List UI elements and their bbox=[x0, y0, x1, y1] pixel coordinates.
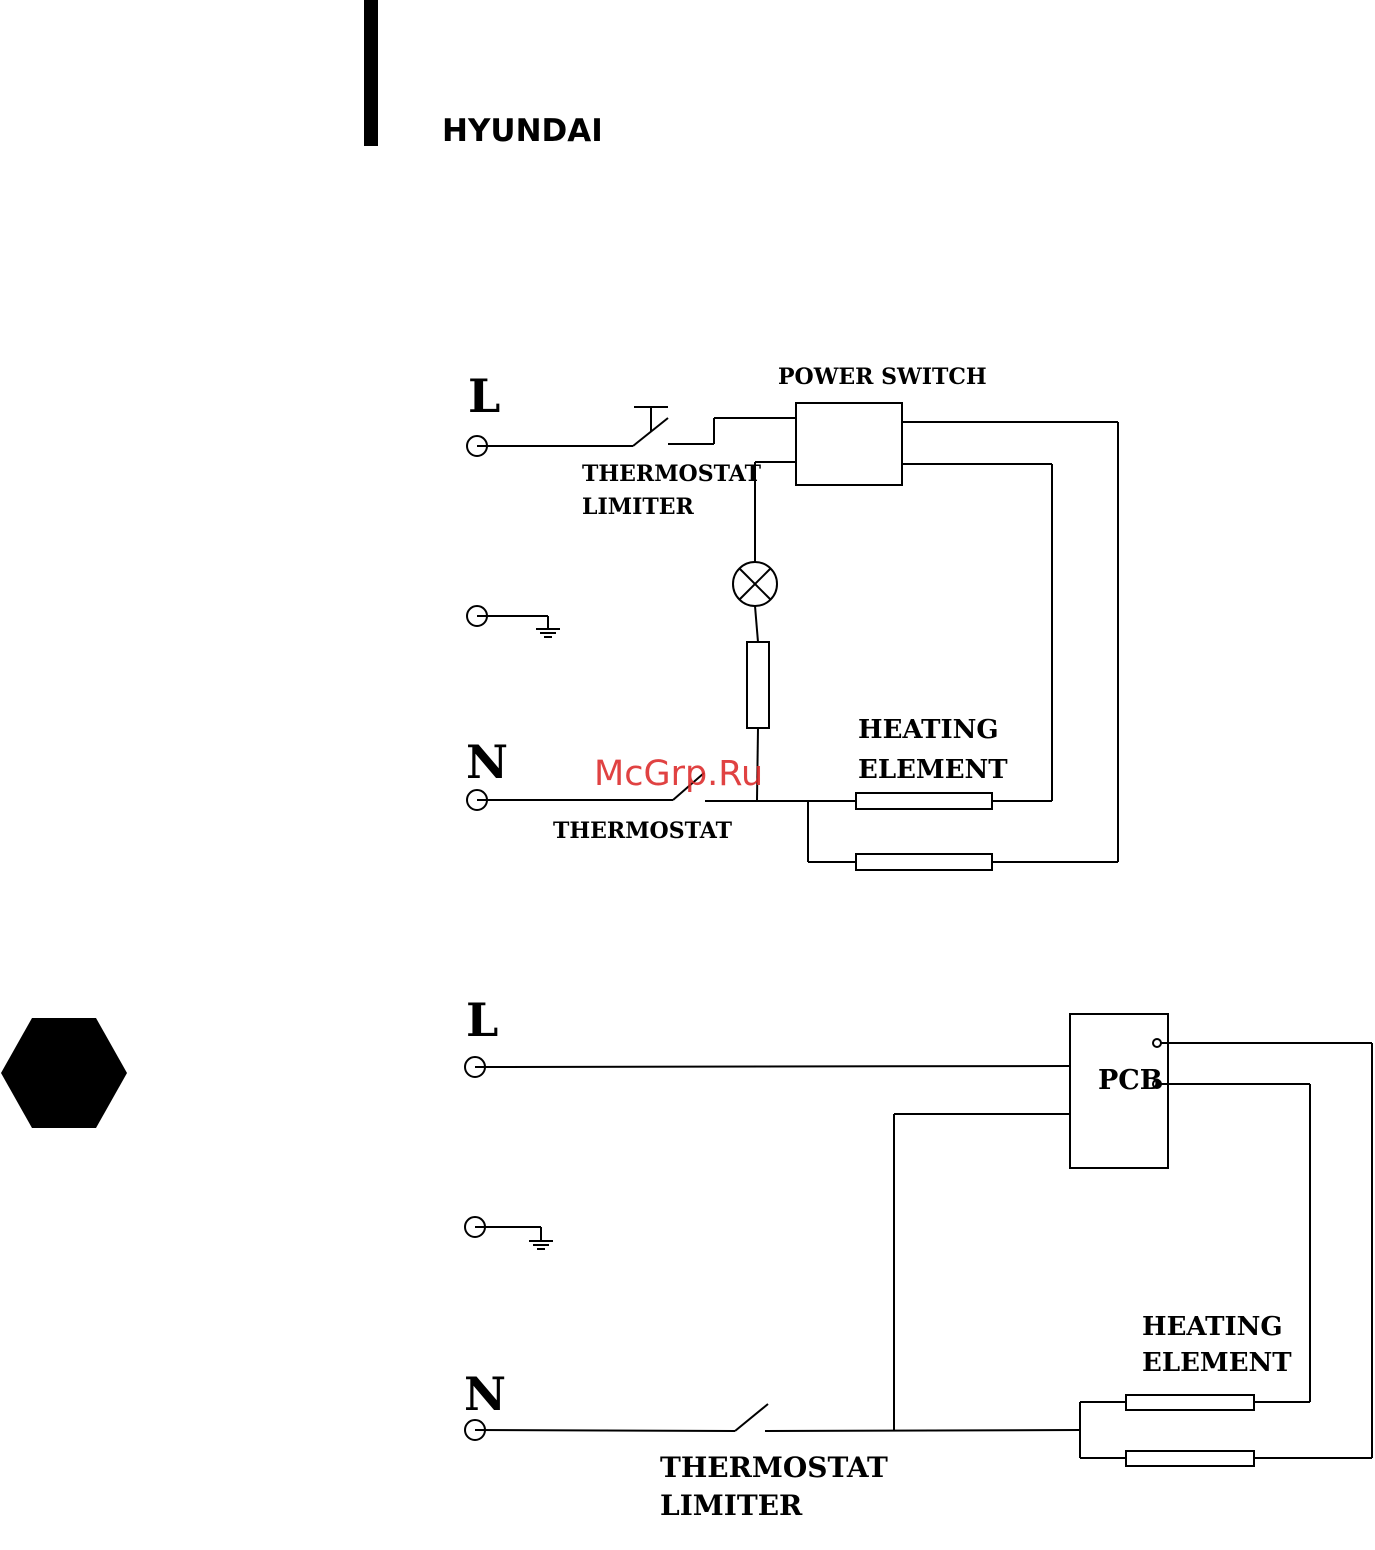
d2-ground-symbol-icon bbox=[529, 1227, 553, 1249]
ground-symbol-icon bbox=[536, 616, 560, 637]
d1-heating-element-label-1: HEATING bbox=[858, 715, 999, 745]
pcb-output-1-icon bbox=[1153, 1039, 1161, 1047]
d1-line-label: L bbox=[468, 369, 500, 423]
power-switch-label: POWER SWITCH bbox=[778, 364, 987, 390]
d2-line-label: L bbox=[466, 993, 498, 1047]
power-switch-box bbox=[796, 403, 902, 485]
d1-heating-element-label-2: ELEMENT bbox=[858, 755, 1008, 785]
hexagon-marker bbox=[1, 1018, 127, 1128]
d2-thermostat-limiter-label-2: LIMITER bbox=[660, 1489, 803, 1522]
d2-thermostat-limiter-label-1: THERMOSTAT bbox=[660, 1451, 888, 1484]
d1-thermostat-limiter-label-2: LIMITER bbox=[582, 494, 695, 520]
heating-element-2 bbox=[856, 854, 992, 870]
pcb-label: PCB bbox=[1098, 1065, 1163, 1096]
watermark-text: McGrp.Ru bbox=[594, 757, 763, 792]
d1-thermostat-limiter-label-1: THERMOSTAT bbox=[582, 461, 762, 487]
thermostat-limiter-switch-icon bbox=[633, 407, 668, 446]
d2-heating-element-1 bbox=[1126, 1395, 1254, 1410]
heating-element-1 bbox=[856, 793, 992, 809]
wiring-diagram-1 bbox=[467, 403, 1118, 870]
d2-thermostat-limiter-switch-icon bbox=[735, 1404, 768, 1431]
d1-neutral-label: N bbox=[466, 735, 508, 789]
d2-neutral-label: N bbox=[464, 1367, 506, 1421]
d2-heating-element-label-1: HEATING bbox=[1142, 1312, 1283, 1342]
indicator-lamp-icon bbox=[733, 562, 777, 606]
resistor-icon bbox=[747, 642, 769, 728]
wiring-diagram-2 bbox=[465, 1014, 1372, 1466]
d2-heating-element-2 bbox=[1126, 1451, 1254, 1466]
d2-heating-element-label-2: ELEMENT bbox=[1142, 1348, 1292, 1378]
d1-thermostat-label: THERMOSTAT bbox=[553, 818, 733, 844]
